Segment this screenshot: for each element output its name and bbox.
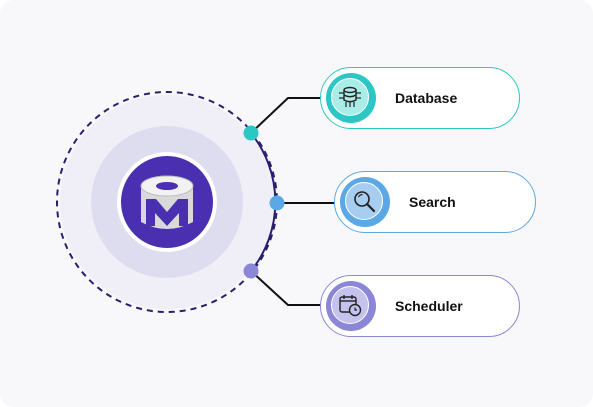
node-scheduler-label: Scheduler — [395, 298, 463, 314]
node-database-label: Database — [395, 90, 458, 106]
dot-database — [243, 125, 259, 141]
dot-search — [269, 195, 285, 211]
database-icon-badge — [326, 73, 376, 123]
connector-database — [250, 97, 322, 134]
node-search-label: Search — [409, 194, 456, 210]
node-scheduler[interactable]: Scheduler — [320, 275, 520, 337]
calendar-clock-icon — [331, 286, 369, 324]
dot-scheduler — [243, 263, 259, 279]
search-icon-badge — [340, 177, 390, 227]
node-database[interactable]: Database — [320, 67, 520, 129]
database-network-icon — [331, 78, 369, 116]
connector-scheduler — [250, 270, 322, 306]
scheduler-icon-badge — [326, 281, 376, 331]
magnifier-icon — [345, 182, 383, 220]
node-search[interactable]: Search — [334, 171, 536, 233]
memgraph-logo — [117, 152, 217, 252]
